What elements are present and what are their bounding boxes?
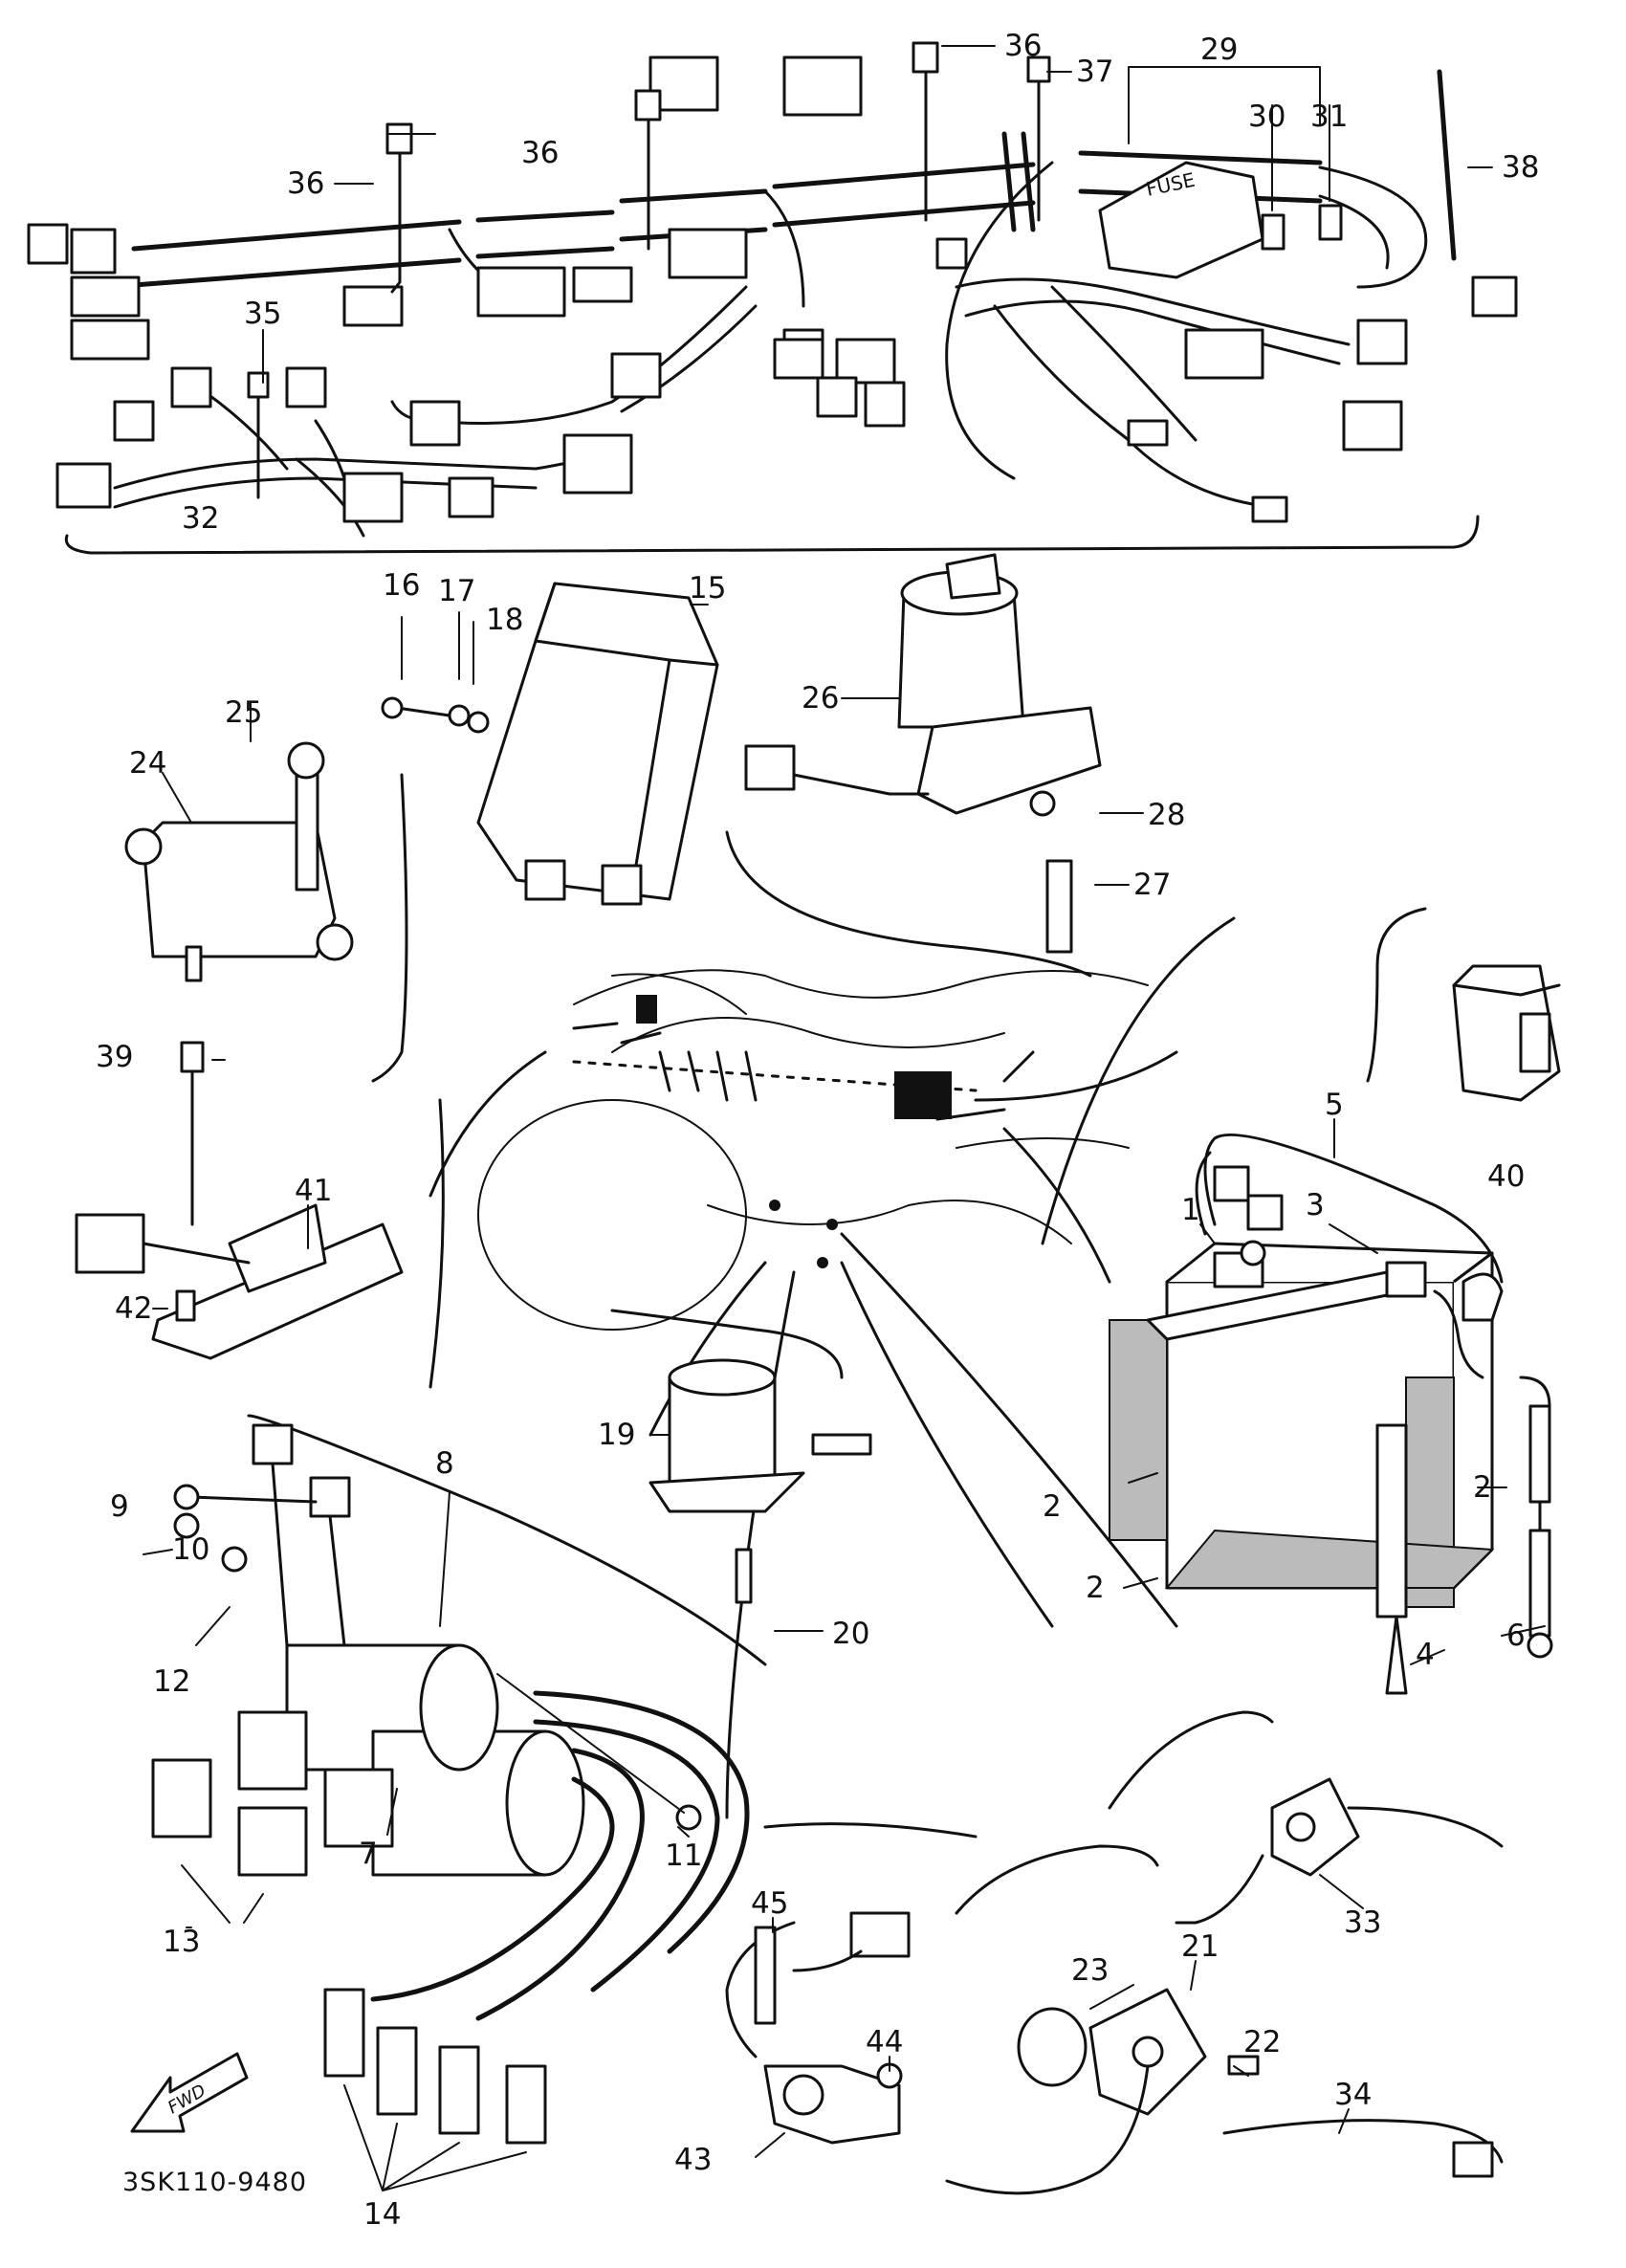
callout-n34: 34: [1334, 2078, 1372, 2112]
callout-n2c: 2: [1086, 1571, 1105, 1605]
callout-n32: 32: [182, 501, 219, 536]
leader-lines: [143, 45, 1546, 2158]
callout-n36c: 36: [287, 166, 324, 201]
frame-outline: [428, 969, 1178, 1819]
wire-harness: FUSE: [27, 41, 1518, 555]
callout-n36a: 36: [1004, 29, 1042, 63]
callout-n28: 28: [1148, 798, 1185, 832]
callout-n29: 29: [1200, 33, 1238, 67]
ecu-unit: [381, 582, 719, 906]
callout-n44: 44: [866, 2025, 903, 2059]
callout-n22: 22: [1243, 2025, 1281, 2059]
callout-n38: 38: [1502, 150, 1539, 185]
callout-n45: 45: [751, 1886, 788, 1921]
callout-n20: 20: [832, 1617, 869, 1651]
callouts: 36 29 37 30 31 36 38 36 35 32 16 17 18 1…: [96, 29, 1539, 2232]
callout-n2a: 2: [1043, 1489, 1062, 1524]
callout-n18: 18: [486, 603, 523, 637]
callout-n10: 10: [172, 1532, 209, 1567]
callout-n11: 11: [665, 1839, 702, 1873]
sidestand-bracket: [75, 1041, 445, 1389]
plug-caps: [323, 1988, 547, 2191]
starter-relay: [610, 1309, 872, 1604]
callout-n26: 26: [802, 681, 839, 716]
neutral-switch: [945, 1844, 1504, 2195]
fwd-arrow-icon: FWD: [130, 2052, 249, 2133]
callout-n24: 24: [129, 746, 166, 781]
callout-n5: 5: [1325, 1088, 1344, 1122]
callout-n25: 25: [225, 695, 262, 730]
callout-n40: 40: [1487, 1159, 1525, 1194]
callout-n1: 1: [1181, 1193, 1200, 1227]
callout-n8: 8: [435, 1446, 454, 1481]
regulator-unit: [124, 741, 408, 1083]
callout-n2b: 2: [1473, 1470, 1492, 1505]
callout-n4: 4: [1416, 1638, 1435, 1672]
callout-n36b: 36: [521, 136, 559, 170]
ignition-coils: [151, 1414, 767, 2021]
callout-n43: 43: [674, 2143, 712, 2177]
callout-n12: 12: [153, 1664, 190, 1699]
callout-n6: 6: [1506, 1618, 1526, 1653]
ignition-switch: [725, 553, 1102, 978]
callout-n41: 41: [295, 1174, 332, 1208]
callout-n37: 37: [1076, 55, 1113, 89]
diagram-code: 3SK110-9480: [122, 2168, 307, 2197]
callout-n19: 19: [598, 1418, 635, 1452]
callout-n27: 27: [1133, 868, 1171, 902]
callout-n13: 13: [163, 1925, 200, 1959]
callout-n33: 33: [1344, 1905, 1381, 1940]
callout-n42: 42: [115, 1291, 152, 1326]
callout-n15: 15: [689, 571, 726, 606]
rear-brake-switch: [1108, 1710, 1504, 1925]
battery: [1041, 916, 1553, 1695]
relay-unit: [1366, 907, 1561, 1102]
callout-n14: 14: [363, 2197, 401, 2232]
callout-n30: 30: [1248, 99, 1285, 134]
callout-n21: 21: [1181, 1929, 1219, 1964]
callout-n7: 7: [359, 1837, 378, 1871]
callout-n31: 31: [1310, 99, 1348, 134]
callout-n3: 3: [1306, 1188, 1325, 1222]
callout-n9: 9: [110, 1489, 129, 1524]
speed-sensor: [725, 1822, 978, 2145]
callout-n39: 39: [96, 1040, 133, 1074]
callout-n23: 23: [1071, 1953, 1109, 1988]
callout-n35: 35: [244, 297, 281, 331]
callout-n17: 17: [438, 574, 475, 608]
callout-n16: 16: [383, 568, 420, 603]
